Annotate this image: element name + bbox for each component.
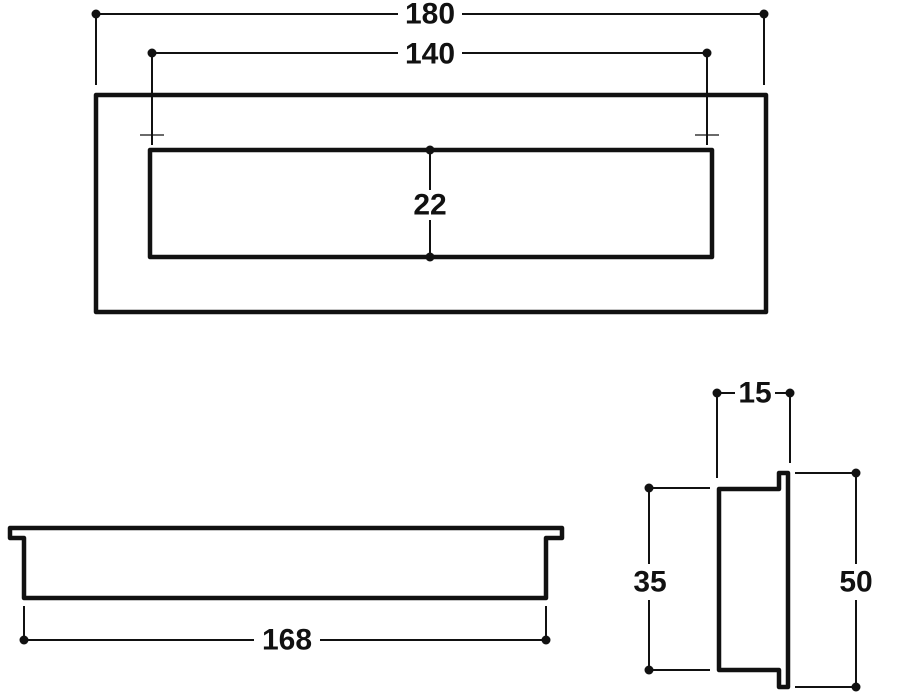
outer-plate [93, 92, 769, 315]
dimension-50: 50 [795, 468, 878, 692]
dimension-180: 180 [91, 0, 769, 85]
side-view: 168 [7, 525, 565, 657]
dimension-35: 35 [628, 483, 710, 675]
dimension-label-168: 168 [262, 624, 312, 657]
side-profile [7, 525, 565, 601]
dimension-168: 168 [19, 606, 551, 657]
dimension-label-50: 50 [839, 566, 872, 599]
dimension-label-35: 35 [633, 566, 666, 599]
top-view: 180 140 22 [91, 0, 769, 315]
dimension-22: 22 [408, 145, 452, 262]
dimension-label-180: 180 [405, 0, 455, 31]
dimension-label-140: 140 [405, 38, 455, 71]
dimension-140: 140 [140, 38, 719, 145]
end-profile [716, 470, 791, 690]
dimension-label-22: 22 [413, 189, 446, 222]
dimension-label-15: 15 [738, 377, 771, 410]
dimension-15: 15 [712, 377, 795, 478]
end-view: 15 35 50 [628, 377, 878, 692]
